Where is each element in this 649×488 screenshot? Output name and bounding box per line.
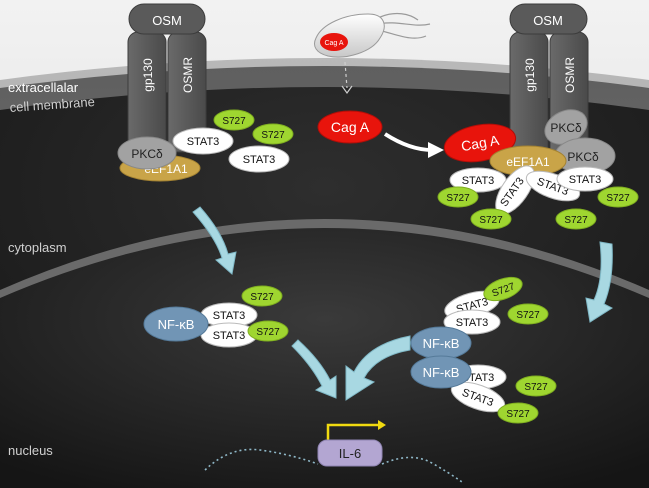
- stat3-label: STAT3: [187, 136, 220, 148]
- pkcd-label-right-2: PKCδ: [567, 150, 599, 164]
- s727-right-nfkb-3: [515, 375, 557, 397]
- s727-left-nfkb-1: [241, 285, 283, 307]
- nfkb-right-2: [410, 355, 472, 389]
- nuclear-arrow-left: [291, 339, 337, 399]
- nfkb-label-right-2: NF-κB: [423, 365, 460, 380]
- gp130-label-left: gp130: [141, 58, 155, 92]
- s727-right-2: [470, 208, 512, 230]
- osm-ligand-left: [128, 3, 206, 35]
- stat3-label: STAT3: [213, 330, 246, 342]
- osm-label-left: OSM: [152, 13, 182, 28]
- s727-label: S727: [222, 116, 246, 127]
- nuclear-arrow-right: [345, 335, 411, 401]
- s727-label: S727: [506, 409, 530, 420]
- s727-right-nfkb-2: [507, 303, 549, 325]
- stat3-right-4: [556, 166, 614, 192]
- transcription-start-arrow: [326, 423, 380, 440]
- osmr-label-left: OSMR: [181, 57, 195, 93]
- il6-gene: [317, 439, 383, 467]
- extracellular-label: extracellalar: [8, 80, 79, 95]
- s727-label: S727: [516, 310, 540, 321]
- s727-label: S727: [479, 215, 503, 226]
- translocation-arrow-right: [585, 241, 614, 323]
- s727-left-1: [213, 109, 255, 131]
- s727-right-nfkb-1: [483, 276, 523, 302]
- nfkb-left: [143, 306, 209, 342]
- cell-membrane-label: cell membrane: [9, 94, 95, 115]
- right-nfkb-complex: STAT3 STAT3 S727 S727 NF-κB STAT3 STAT3 …: [410, 276, 557, 424]
- stat3-label: STAT3: [213, 310, 246, 322]
- s727-label: S727: [250, 292, 274, 303]
- stat3-label: STAT3: [456, 317, 489, 329]
- transcription-arrowhead: [378, 420, 386, 430]
- flagellum: [377, 12, 419, 21]
- s727-label: S727: [564, 215, 588, 226]
- s727-label: S727: [261, 130, 285, 141]
- stat3-label: STAT3: [243, 154, 276, 166]
- nfkb-label-right-1: NF-κB: [423, 336, 460, 351]
- left-receptor-complex: OSM gp130 OSMR eEF1A1 PKCδ STAT3 STAT3 S…: [117, 3, 294, 182]
- s727-left-2: [252, 123, 294, 145]
- s727-right-3: [555, 208, 597, 230]
- s727-label: S727: [256, 327, 280, 338]
- s727-right-4: [597, 186, 639, 208]
- il6-label: IL-6: [339, 446, 361, 461]
- caga-free: [317, 110, 383, 144]
- eef1a1-label-right: eEF1A1: [506, 155, 550, 169]
- caga-bound-label: Cag A: [460, 132, 501, 154]
- stat3-label: STAT3: [569, 174, 602, 186]
- stat3-label: STAT3: [462, 175, 495, 187]
- s727-label: S727: [446, 193, 470, 204]
- caga-in-bacterium: [320, 33, 348, 51]
- dna-strand-left: [204, 448, 319, 471]
- s727-right-nfkb-4: [497, 402, 539, 424]
- s727-right-1: [437, 186, 479, 208]
- stat3-left-1: [172, 127, 234, 155]
- cytoplasm-label: cytoplasm: [8, 240, 67, 255]
- pkcd-label-right-1: PKCδ: [550, 121, 582, 135]
- left-nfkb-complex: STAT3 STAT3 NF-κB S727 S727: [143, 285, 289, 348]
- dna-strand-right: [381, 456, 463, 483]
- caga-binding-arrowhead: [428, 142, 444, 158]
- s727-label: S727: [524, 382, 548, 393]
- nfkb-label-left: NF-κB: [158, 317, 195, 332]
- caga-free-label: Cag A: [331, 119, 370, 135]
- osm-ligand-right: [509, 3, 588, 35]
- pkcd-left: [117, 136, 177, 170]
- stat3-right-3: [525, 170, 581, 202]
- s727-left-nfkb-2: [247, 320, 289, 342]
- osmr-label-right: OSMR: [563, 57, 577, 93]
- injection-arrowhead: [341, 85, 353, 95]
- injection-path: [344, 61, 348, 89]
- nucleus-label: nucleus: [8, 443, 53, 458]
- caga-bacterium-label: Cag A: [324, 40, 343, 47]
- s727-label: S727: [606, 193, 630, 204]
- bacterium: Cag A: [314, 12, 431, 95]
- pkcd-label-left: PKCδ: [131, 147, 163, 161]
- osm-label-right: OSM: [533, 13, 563, 28]
- gp130-label-right: gp130: [523, 58, 537, 92]
- stat3-left-2: [228, 145, 290, 173]
- stat3-right-nfkb-2: [443, 309, 501, 335]
- translocation-arrow-left: [192, 206, 237, 275]
